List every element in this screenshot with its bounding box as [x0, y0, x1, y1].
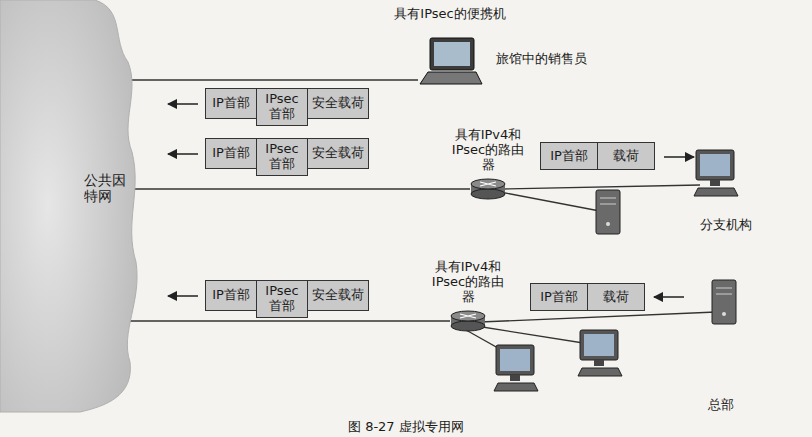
- network-link: [120, 320, 450, 321]
- figure-caption: 图 8-27 虚拟专用网: [348, 418, 464, 436]
- packet-field: IP首部: [540, 142, 598, 170]
- network-link: [120, 79, 418, 80]
- field-name: IP首部: [537, 288, 581, 307]
- field-name: IP首部: [209, 286, 253, 305]
- packet-field: IPsec首部: [256, 138, 308, 176]
- device-label: 具有IPsec的便携机: [394, 7, 505, 22]
- packet-field: IP首部: [530, 283, 588, 311]
- field-name: IPsec首部: [257, 90, 307, 124]
- field-name: IP首部: [209, 144, 253, 163]
- router-shape: [470, 178, 506, 200]
- packet-field: 安全载荷: [307, 88, 369, 119]
- server-icon: [596, 190, 620, 234]
- router-label: 具有IPv4和IPsec的路由器: [428, 260, 508, 305]
- cloud-label: 公共因特网: [84, 172, 128, 204]
- pc-icon: [694, 150, 738, 196]
- pc-icon: [494, 345, 538, 391]
- pc-icon: [578, 330, 622, 376]
- field-name: IP首部: [209, 94, 253, 113]
- cloud-shape: [0, 0, 140, 412]
- router-node: 具有IPv4和IPsec的路由器: [470, 178, 506, 200]
- laptop-node: 具有IPsec的便携机旅馆中的销售员: [418, 36, 482, 86]
- router-node: 具有IPv4和IPsec的路由器: [450, 310, 486, 332]
- server-icon: [712, 280, 736, 324]
- field-name: 载荷: [600, 288, 632, 307]
- site-label: 分支机构: [700, 216, 752, 234]
- router-shape: [450, 310, 486, 332]
- site-label: 总部: [708, 396, 734, 414]
- packet-field: IPsec首部: [256, 88, 308, 126]
- packet-field: IP首部: [205, 138, 257, 169]
- field-name: IP首部: [547, 147, 591, 166]
- field-name: 安全载荷: [309, 144, 367, 163]
- packet-field: 安全载荷: [307, 280, 369, 311]
- packet-field: IP首部: [205, 280, 257, 311]
- laptop-shape: [418, 36, 482, 86]
- packet-arrow: [168, 104, 694, 297]
- internet-cloud: 公共因特网: [0, 0, 140, 412]
- field-name: 载荷: [610, 147, 642, 166]
- field-name: 安全载荷: [309, 94, 367, 113]
- packet-field: 载荷: [587, 283, 645, 311]
- packet-field: IPsec首部: [256, 280, 308, 318]
- packet-field: 载荷: [597, 142, 655, 170]
- field-name: 安全载荷: [309, 286, 367, 305]
- packet-field: 安全载荷: [307, 138, 369, 169]
- field-name: IPsec首部: [257, 282, 307, 316]
- user-label: 旅馆中的销售员: [496, 52, 587, 67]
- router-label: 具有IPv4和IPsec的路由器: [448, 128, 528, 173]
- network-link: [120, 188, 470, 189]
- packet-field: IP首部: [205, 88, 257, 119]
- field-name: IPsec首部: [257, 140, 307, 174]
